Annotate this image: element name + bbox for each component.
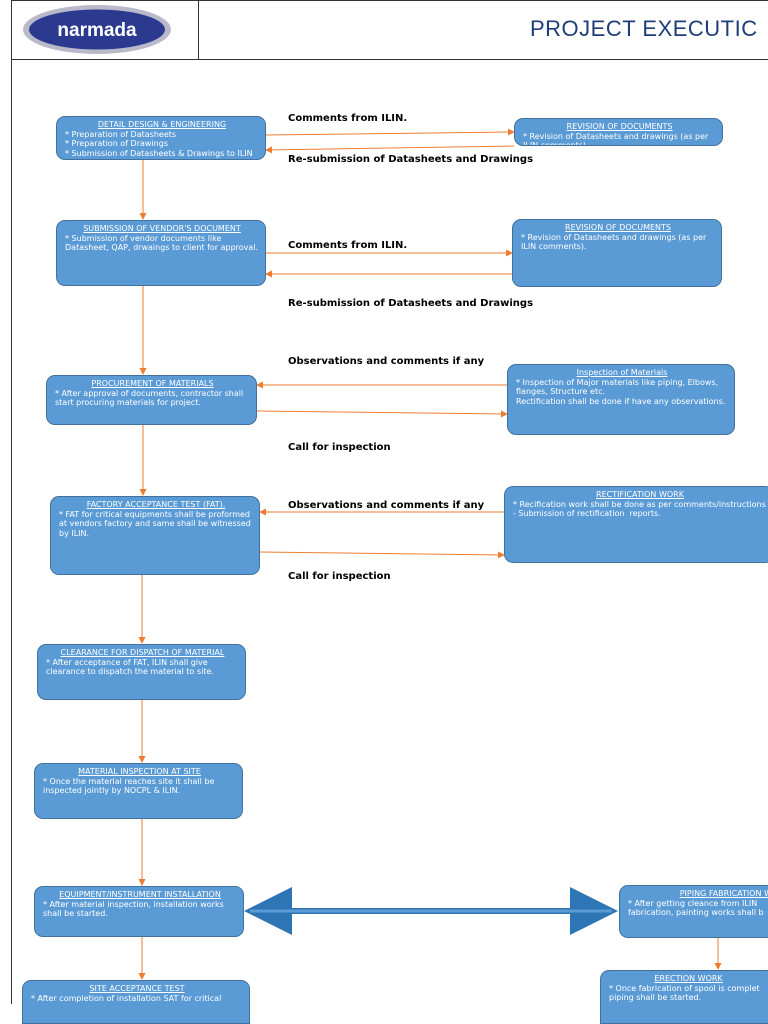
box-revision-1: REVISION OF DOCUMENTS * Revision of Data… xyxy=(514,118,723,146)
box-detail-design: DETAIL DESIGN & ENGINEERING * Preparatio… xyxy=(56,116,266,160)
header-border-bottom xyxy=(11,59,768,60)
label-comments-2: Comments from ILIN. xyxy=(288,240,408,251)
box-title: EQUIPMENT/INSTRUMENT INSTALLATION xyxy=(59,890,221,899)
box-title: SUBMISSION OF VENDOR'S DOCUMENT xyxy=(83,224,241,233)
narmada-logo: narmada xyxy=(23,5,171,54)
box-title: PROCUREMENT OF MATERIALS xyxy=(91,379,214,388)
page-border-left xyxy=(11,0,12,1004)
box-title: REVISION OF DOCUMENTS xyxy=(565,223,671,232)
box-rectification: RECTIFICATION WORK * Recification work s… xyxy=(504,486,768,563)
label-call-inspection-2: Call for inspection xyxy=(288,571,391,582)
box-body: * Revision of Datasheets and drawings (a… xyxy=(523,131,709,146)
box-title: MATERIAL INSPECTION AT SITE xyxy=(78,767,201,776)
box-body: * Once fabrication of spool is complet p… xyxy=(609,983,760,1003)
box-title: FACTORY ACCEPTANCE TEST (FAT). xyxy=(86,500,226,509)
box-body: * Preparation of Datasheets * Preparatio… xyxy=(65,129,253,158)
box-site-inspection: MATERIAL INSPECTION AT SITE * Once the m… xyxy=(34,763,243,819)
box-body: * After getting cleance from ILIN fabric… xyxy=(628,898,764,918)
box-body: * Submission of vendor documents like Da… xyxy=(65,233,259,253)
box-body: * Inspection of Major materials like pip… xyxy=(516,377,726,406)
box-body: * Once the material reaches site it shal… xyxy=(43,776,215,796)
header-divider xyxy=(198,0,199,60)
label-comments-1: Comments from ILIN. xyxy=(288,113,408,124)
box-erection: ERECTION WORK * Once fabrication of spoo… xyxy=(600,970,768,1024)
box-sat: SITE ACCEPTANCE TEST * After completion … xyxy=(22,980,250,1024)
box-title: Inspection of Materials xyxy=(576,368,668,377)
box-body: * Recification work shall be done as per… xyxy=(513,499,766,519)
box-body: * Revision of Datasheets and drawings (a… xyxy=(521,232,707,252)
box-title: PIPING FABRICATION W xyxy=(679,889,768,898)
label-call-inspection-1: Call for inspection xyxy=(288,442,391,453)
box-title: REVISION OF DOCUMENTS xyxy=(566,122,673,131)
box-title: DETAIL DESIGN & ENGINEERING xyxy=(97,120,227,129)
box-body: * After acceptance of FAT, ILIN shall gi… xyxy=(46,657,214,677)
box-installation: EQUIPMENT/INSTRUMENT INSTALLATION * Afte… xyxy=(34,886,244,937)
svg-text:narmada: narmada xyxy=(57,20,137,41)
box-procurement: PROCUREMENT OF MATERIALS * After approva… xyxy=(46,375,257,425)
box-title: ERECTION WORK xyxy=(654,974,723,983)
header-border-top xyxy=(11,0,768,1)
box-revision-2: REVISION OF DOCUMENTS * Revision of Data… xyxy=(512,219,722,287)
box-title: CLEARANCE FOR DISPATCH OF MATERIAL xyxy=(60,648,225,657)
box-clearance: CLEARANCE FOR DISPATCH OF MATERIAL * Aft… xyxy=(37,644,246,700)
page-title: PROJECT EXECUTIC xyxy=(530,16,758,41)
box-piping: PIPING FABRICATION W * After getting cle… xyxy=(619,885,768,938)
label-observations-1: Observations and comments if any xyxy=(288,356,485,367)
box-body: * After material inspection, installatio… xyxy=(43,899,224,919)
box-inspection: Inspection of Materials * Inspection of … xyxy=(507,364,735,435)
box-vendor-doc: SUBMISSION OF VENDOR'S DOCUMENT * Submis… xyxy=(56,220,266,286)
box-body: * After approval of documents, contracto… xyxy=(55,388,244,408)
box-title: RECTIFICATION WORK xyxy=(596,490,684,499)
box-title: SITE ACCEPTANCE TEST xyxy=(89,984,185,993)
label-resubmission-2: Re-submission of Datasheets and Drawings xyxy=(288,298,534,309)
box-body: * After completion of installation SAT f… xyxy=(31,993,222,1003)
box-fat: FACTORY ACCEPTANCE TEST (FAT). * FAT for… xyxy=(50,496,260,575)
label-observations-2: Observations and comments if any xyxy=(288,500,485,511)
box-body: * FAT for critical equipments shall be p… xyxy=(59,509,251,538)
label-resubmission-1: Re-submission of Datasheets and Drawings xyxy=(288,154,534,165)
